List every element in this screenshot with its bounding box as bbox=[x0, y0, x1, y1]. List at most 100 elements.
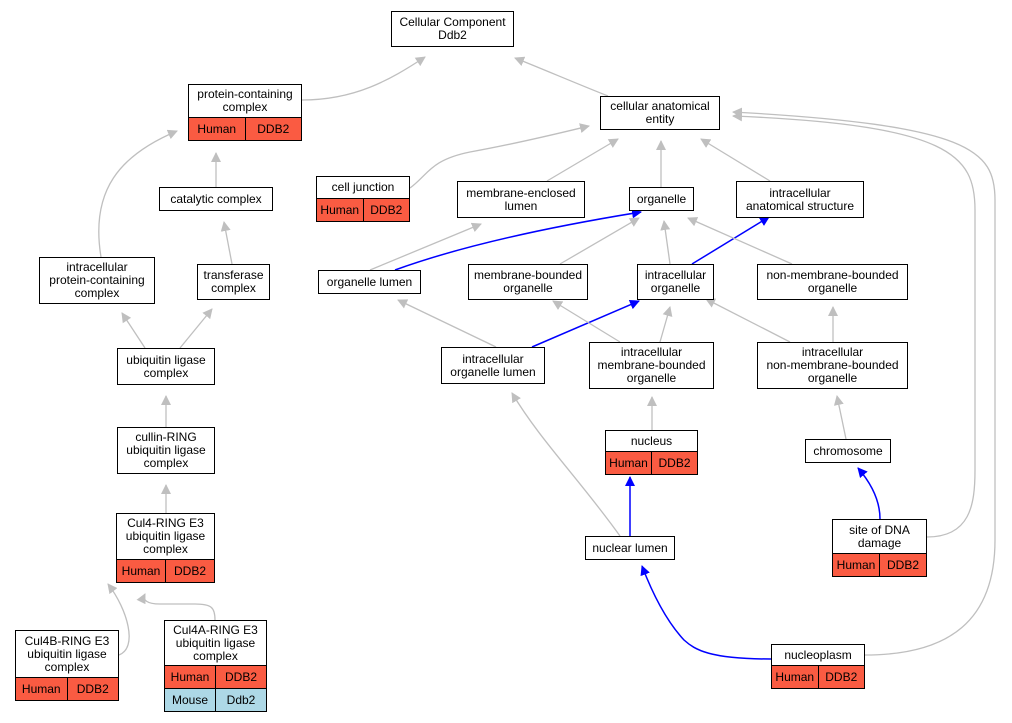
node-label: nuclear lumen bbox=[592, 540, 668, 555]
node-non-membrane-bounded-organelle[interactable]: non-membrane-bounded organelle bbox=[757, 264, 908, 300]
edge-intracellular-membrane-bounded-organelle-to-intracellular-organelle bbox=[659, 306, 673, 343]
human-gene-cell: DDB2 bbox=[165, 560, 214, 582]
human-species-cell: Human bbox=[189, 118, 245, 140]
edge-transferase-complex-to-catalytic-complex bbox=[220, 221, 233, 265]
node-label: catalytic complex bbox=[170, 191, 262, 206]
edge-chromosome-to-intracellular-non-membrane-bounded-organelle bbox=[833, 395, 847, 440]
node-label: organelle bbox=[636, 191, 687, 206]
edge-non-membrane-bounded-organelle-to-organelle bbox=[687, 217, 793, 265]
node-label: protein-containing complex bbox=[197, 87, 293, 114]
edge-protein-containing-complex-to-cellular-component bbox=[301, 56, 426, 101]
edge-membrane-bounded-organelle-to-organelle bbox=[559, 217, 640, 265]
edge-cul4b-ring-to-cul4-ring bbox=[107, 583, 130, 656]
node-label: site of DNA damage bbox=[849, 522, 910, 550]
edge-ubiquitin-ligase-complex-to-transferase-complex bbox=[179, 308, 213, 349]
node-cellular-component[interactable]: Cellular Component Ddb2 bbox=[391, 11, 514, 47]
human-species-cell: Human bbox=[317, 199, 363, 221]
node-cellular-anatomical-entity[interactable]: cellular anatomical entity bbox=[600, 96, 720, 130]
human-gene-cell: DDB2 bbox=[66, 678, 118, 700]
edge-nuclear-lumen-to-intracellular-organelle-lumen bbox=[511, 392, 621, 537]
node-label: intracellular non-membrane-bounded organ… bbox=[766, 345, 899, 385]
human-species-cell: Human bbox=[16, 678, 67, 700]
node-membrane-enclosed-lumen[interactable]: membrane-enclosed lumen bbox=[457, 181, 585, 218]
node-intracellular-organelle[interactable]: intracellular organelle bbox=[637, 264, 714, 300]
edge-intracellular-membrane-bounded-organelle-to-membrane-bounded-organelle bbox=[552, 300, 621, 343]
human-species-cell: Human bbox=[772, 666, 818, 688]
node-label: intracellular organelle bbox=[644, 268, 707, 295]
human-gene-cell: DDB2 bbox=[651, 452, 697, 474]
node-chromosome[interactable]: chromosome bbox=[805, 439, 891, 463]
node-intracellular-organelle-lumen[interactable]: intracellular organelle lumen bbox=[441, 347, 545, 384]
node-organelle[interactable]: organelle bbox=[629, 187, 694, 211]
human-gene-cell: DDB2 bbox=[362, 199, 409, 221]
edge-ubiquitin-ligase-complex-to-intracellular-protein-containing-complex bbox=[121, 312, 146, 349]
edge-layer bbox=[98, 56, 996, 660]
node-label: nucleus bbox=[630, 433, 673, 448]
node-membrane-bounded-organelle[interactable]: membrane-bounded organelle bbox=[468, 264, 588, 300]
edge-intracellular-organelle-lumen-to-intracellular-organelle bbox=[531, 299, 640, 348]
edge-site-of-dna-damage-to-cellular-anatomical-entity bbox=[732, 111, 976, 538]
edge-membrane-enclosed-lumen-to-cellular-anatomical-entity bbox=[546, 138, 619, 182]
node-label: organelle lumen bbox=[326, 274, 413, 289]
edge-organelle-lumen-to-organelle bbox=[394, 208, 642, 271]
edge-intracellular-protein-containing-complex-to-protein-containing-complex bbox=[98, 129, 178, 258]
edge-intracellular-organelle-lumen-to-organelle-lumen bbox=[397, 299, 497, 348]
edge-cul4a-ring-to-cul4-ring bbox=[136, 593, 216, 621]
node-label: transferase complex bbox=[203, 268, 264, 295]
human-gene-cell: DDB2 bbox=[244, 118, 301, 140]
edge-intracellular-anatomical-structure-to-cellular-anatomical-entity bbox=[700, 138, 771, 182]
node-label: Cul4-RING E3 ubiquitin ligase complex bbox=[125, 516, 206, 556]
human-species-cell: Human bbox=[165, 666, 215, 688]
human-gene-cell: DDB2 bbox=[817, 666, 864, 688]
node-label: cullin-RING ubiquitin ligase complex bbox=[126, 430, 206, 470]
node-label: membrane-bounded organelle bbox=[473, 268, 583, 295]
edge-cellular-anatomical-entity-to-cellular-component bbox=[514, 56, 609, 97]
node-catalytic-complex[interactable]: catalytic complex bbox=[159, 187, 273, 211]
node-label: intracellular organelle lumen bbox=[450, 351, 536, 379]
edge-intracellular-organelle-to-organelle bbox=[660, 220, 671, 265]
node-label: intracellular membrane-bounded organelle bbox=[597, 345, 706, 385]
node-nuclear-lumen[interactable]: nuclear lumen bbox=[585, 536, 675, 560]
node-cullin-ring[interactable]: cullin-RING ubiquitin ligase complex bbox=[117, 427, 215, 474]
edge-cell-junction-to-cellular-anatomical-entity bbox=[409, 123, 590, 189]
node-ubiquitin-ligase-complex[interactable]: ubiquitin ligase complex bbox=[117, 348, 215, 385]
node-label: Cul4B-RING E3 ubiquitin ligase complex bbox=[24, 633, 110, 674]
mouse-species-cell: Mouse bbox=[165, 689, 215, 711]
edge-nucleoplasm-to-cellular-anatomical-entity bbox=[732, 107, 996, 656]
node-label: membrane-enclosed lumen bbox=[466, 185, 576, 213]
node-intracellular-anatomical-structure[interactable]: intracellular anatomical structure bbox=[736, 181, 864, 218]
node-intracellular-membrane-bounded-organelle[interactable]: intracellular membrane-bounded organelle bbox=[589, 342, 714, 389]
node-label: intracellular anatomical structure bbox=[745, 185, 855, 213]
human-species-cell: Human bbox=[117, 560, 165, 582]
edge-intracellular-non-membrane-bounded-organelle-to-intracellular-organelle bbox=[705, 298, 791, 343]
node-label: cellular anatomical entity bbox=[610, 99, 710, 126]
node-transferase-complex[interactable]: transferase complex bbox=[197, 264, 270, 300]
node-intracellular-non-membrane-bounded-organelle[interactable]: intracellular non-membrane-bounded organ… bbox=[757, 342, 908, 389]
mouse-gene-cell: Ddb2 bbox=[215, 689, 266, 711]
edge-organelle-lumen-to-membrane-enclosed-lumen bbox=[369, 222, 482, 271]
node-label: non-membrane-bounded organelle bbox=[766, 268, 899, 295]
node-intracellular-protein-containing-complex[interactable]: intracellular protein-containing complex bbox=[39, 257, 155, 304]
node-label: chromosome bbox=[813, 443, 883, 458]
node-label: intracellular protein-containing complex bbox=[49, 260, 145, 300]
edge-site-of-dna-damage-to-chromosome bbox=[857, 467, 881, 520]
node-organelle-lumen[interactable]: organelle lumen bbox=[318, 270, 421, 294]
